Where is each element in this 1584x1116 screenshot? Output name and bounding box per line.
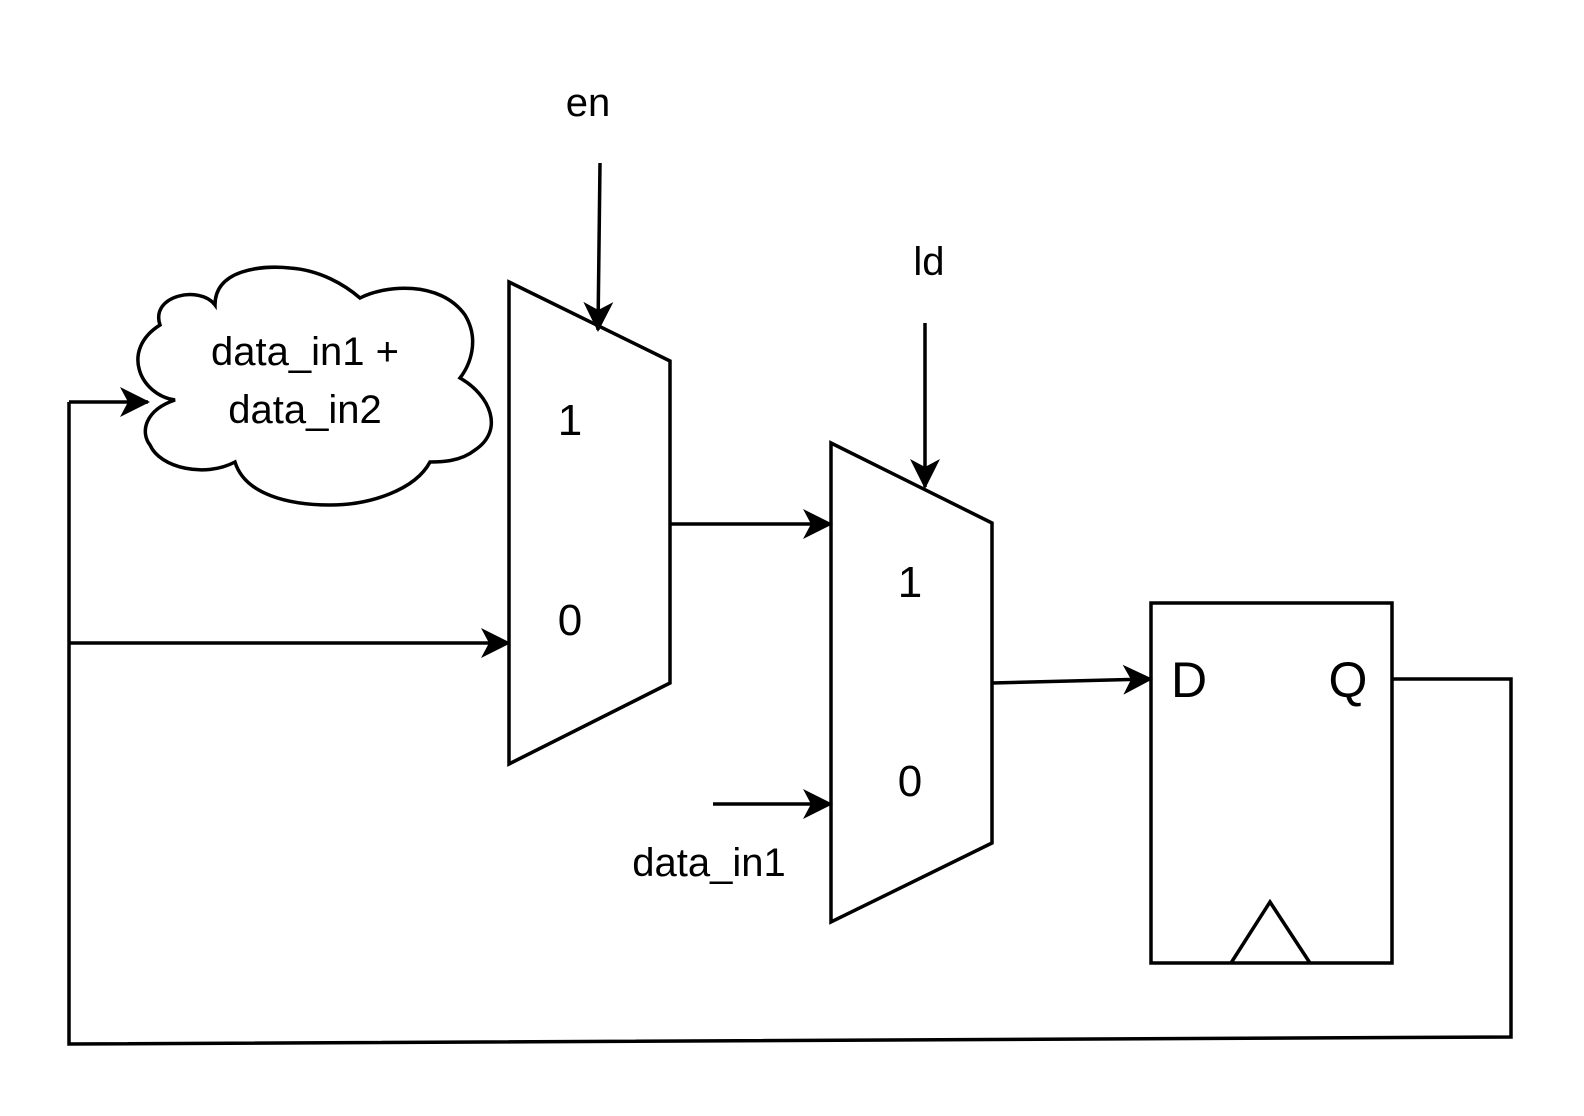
- cloud-label-line2: data_in2: [228, 388, 381, 432]
- mux-ld-body: [829, 440, 994, 925]
- clock-triangle-icon: [1229, 898, 1312, 964]
- wire-q-feedback: [67, 402, 1513, 1046]
- mux-en-body: [507, 279, 672, 767]
- wire-en: [583, 162, 614, 332]
- adder-cloud: data_in1 + data_in2: [136, 265, 494, 507]
- flip-flop-d-label: D: [1171, 652, 1207, 708]
- mux-ld: 1 0: [829, 440, 994, 925]
- mux-en-input-0-label: 0: [558, 596, 582, 645]
- flip-flop-q-label: Q: [1329, 652, 1368, 708]
- mux-en: 1 0: [507, 279, 672, 767]
- cloud-label-line1: data_in1 +: [211, 330, 399, 374]
- cloud-shape: [136, 265, 494, 507]
- mux-ld-input-0-label: 0: [898, 757, 922, 806]
- en-label: en: [566, 81, 611, 125]
- data-in1-label: data_in1: [632, 841, 785, 885]
- mux-en-input-1-label: 1: [558, 396, 582, 445]
- ld-label: ld: [913, 240, 944, 284]
- mux-ld-input-1-label: 1: [898, 558, 922, 607]
- d-flip-flop: D Q: [1149, 601, 1394, 965]
- wire-mux-ld-to-d: [991, 664, 1153, 695]
